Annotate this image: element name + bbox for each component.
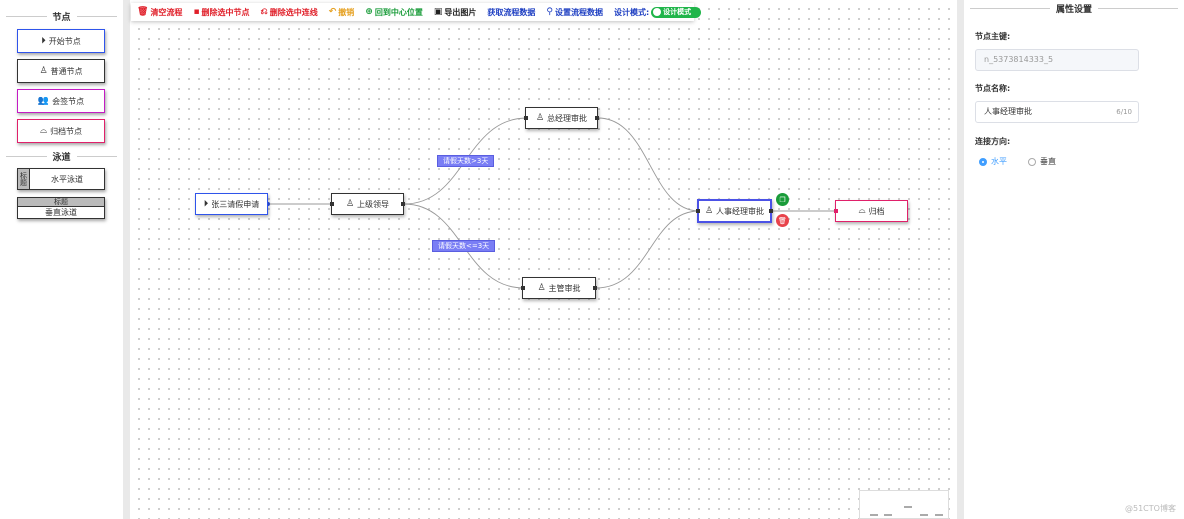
direction-horizontal-radio[interactable]: 水平 xyxy=(979,156,1007,167)
center-view-label: 回到中心位置 xyxy=(374,7,423,17)
archive-icon: ⌓ xyxy=(39,126,48,136)
node-hr-selected[interactable]: ♙人事经理审批 xyxy=(696,199,773,223)
play-circle-icon: ⏵ xyxy=(203,199,209,209)
node-apply[interactable]: ⏵张三请假申请 xyxy=(195,193,268,215)
user-icon: ♙ xyxy=(39,66,48,76)
node-archive-label: 归档 xyxy=(868,206,885,216)
node-key-input: n_5373814333_5 xyxy=(975,49,1139,71)
palette-lanes-title: 泳道 xyxy=(0,149,123,163)
palette-nodes-title: 节点 xyxy=(0,9,123,23)
pin-icon: ⚲ xyxy=(546,7,553,17)
design-mode-label: 设计模式: xyxy=(613,7,650,17)
direction-horizontal-label: 水平 xyxy=(991,157,1007,166)
node-leader[interactable]: ♙上级领导 xyxy=(330,193,405,215)
node-name-value: 人事经理审批 xyxy=(984,107,1032,116)
minimap[interactable] xyxy=(859,490,949,519)
design-mode-toggle[interactable]: 设计模式: 设计模式 xyxy=(613,6,702,18)
vertical-lane-title: 标题 xyxy=(18,198,104,207)
palette-countersign-label: 会签节点 xyxy=(52,96,85,106)
left-splitter[interactable] xyxy=(123,0,130,519)
edge-label-le3[interactable]: 请假天数<=3天 xyxy=(432,240,496,252)
node-name-input[interactable]: 人事经理审批 6/10 xyxy=(975,101,1139,123)
set-flow-data-button[interactable]: ⚲设置流程数据 xyxy=(546,7,603,18)
delete-selected-nodes-button[interactable]: ▪删除选中节点 xyxy=(193,7,249,18)
archive-icon: ⌓ xyxy=(858,206,866,216)
image-icon: ▣ xyxy=(433,7,443,17)
copy-node-button[interactable]: ❐ xyxy=(776,193,789,206)
properties-title-text: 属性设置 xyxy=(1056,4,1093,15)
delete-selected-edges-label: 删除选中连线 xyxy=(269,7,318,17)
user-icon: ♙ xyxy=(535,113,545,123)
connect-direction-label: 连接方向: xyxy=(975,137,1011,146)
switch-knob xyxy=(653,8,662,16)
delete-selected-edges-button[interactable]: ⎌删除选中连线 xyxy=(261,7,318,18)
delete-node-icon: ▪ xyxy=(193,7,200,17)
horizontal-lane-title: 标题 xyxy=(18,169,30,189)
export-image-button[interactable]: ▣导出图片 xyxy=(434,7,477,18)
user-icon: ♙ xyxy=(345,199,355,209)
palette-normal-label: 普通节点 xyxy=(50,66,83,76)
direction-vertical-radio[interactable]: 垂直 xyxy=(1028,156,1056,167)
radio-unchecked-icon xyxy=(1028,157,1036,166)
palette-horizontal-lane[interactable]: 标题 水平泳道 xyxy=(17,168,105,190)
node-gm-label: 总经理审批 xyxy=(547,113,588,123)
node-name-label: 节点名称: xyxy=(975,84,1011,93)
undo-button[interactable]: ↶撤销 xyxy=(329,7,355,18)
palette-start-label: 开始节点 xyxy=(48,36,81,46)
flow-canvas[interactable] xyxy=(130,0,957,519)
user-icon: ♙ xyxy=(704,206,714,216)
trash-icon: 🗑 xyxy=(137,7,149,17)
right-splitter[interactable] xyxy=(957,0,964,519)
toolbar: 🗑清空流程 ▪删除选中节点 ⎌删除选中连线 ↶撤销 ⊕回到中心位置 ▣导出图片 … xyxy=(131,3,702,21)
undo-label: 撤销 xyxy=(338,7,355,17)
node-apply-label: 张三请假申请 xyxy=(211,199,260,209)
horizontal-lane-label: 水平泳道 xyxy=(51,174,83,184)
user-icon: ♙ xyxy=(537,283,546,293)
design-mode-switch[interactable]: 设计模式 xyxy=(651,6,702,18)
palette-lanes-title-text: 泳道 xyxy=(52,152,71,163)
set-flow-data-label: 设置流程数据 xyxy=(554,7,603,17)
palette-nodes-title-text: 节点 xyxy=(52,12,71,23)
node-gm[interactable]: ♙总经理审批 xyxy=(524,107,599,129)
center-view-button[interactable]: ⊕回到中心位置 xyxy=(365,7,423,18)
watermark: @51CTO博客 xyxy=(1125,504,1176,513)
trash-icon: 🗑 xyxy=(778,216,787,225)
palette-start-node[interactable]: ⏵开始节点 xyxy=(17,29,105,53)
clear-flow-label: 清空流程 xyxy=(150,7,183,17)
node-leader-label: 上级领导 xyxy=(357,199,390,209)
crosshair-icon: ⊕ xyxy=(365,7,373,17)
node-palette: 节点 ⏵开始节点 ♙普通节点 👥会签节点 ⌓归档节点 泳道 标题 水平泳道 标题… xyxy=(0,0,123,519)
get-flow-data-button[interactable]: 获取流程数据 xyxy=(487,7,535,18)
palette-vertical-lane[interactable]: 标题 垂直泳道 xyxy=(17,197,105,219)
delete-selected-nodes-label: 删除选中节点 xyxy=(201,7,250,17)
delete-edge-icon: ⎌ xyxy=(260,7,268,17)
palette-countersign-node[interactable]: 👥会签节点 xyxy=(17,89,105,113)
get-flow-data-label: 获取流程数据 xyxy=(487,7,536,17)
node-key-value: n_5373814333_5 xyxy=(984,55,1054,64)
palette-archive-label: 归档节点 xyxy=(50,126,83,136)
node-key-label: 节点主键: xyxy=(975,32,1011,41)
export-image-label: 导出图片 xyxy=(444,7,477,17)
delete-node-button[interactable]: 🗑 xyxy=(776,214,789,227)
palette-archive-node[interactable]: ⌓归档节点 xyxy=(17,119,105,143)
properties-title: 属性设置 xyxy=(964,1,1184,15)
users-icon: 👥 xyxy=(37,96,50,106)
undo-icon: ↶ xyxy=(328,7,337,17)
vertical-lane-label: 垂直泳道 xyxy=(45,208,77,217)
play-circle-icon: ⏵ xyxy=(41,36,46,46)
node-hr-label: 人事经理审批 xyxy=(716,206,765,216)
direction-vertical-label: 垂直 xyxy=(1040,157,1056,166)
properties-panel: 属性设置 节点主键: n_5373814333_5 节点名称: 人事经理审批 6… xyxy=(964,0,1184,519)
palette-normal-node[interactable]: ♙普通节点 xyxy=(17,59,105,83)
edge-label-gt3[interactable]: 请假天数>3天 xyxy=(437,155,495,167)
radio-checked-icon xyxy=(979,157,987,166)
node-supervisor-label: 主管审批 xyxy=(548,283,581,293)
copy-icon: ❐ xyxy=(779,195,786,204)
design-mode-switch-text: 设计模式 xyxy=(663,8,692,16)
node-name-count: 6/10 xyxy=(1116,108,1132,116)
node-supervisor[interactable]: ♙主管审批 xyxy=(521,277,597,299)
clear-flow-button[interactable]: 🗑清空流程 xyxy=(137,7,182,18)
node-archive[interactable]: ⌓归档 xyxy=(834,200,908,222)
